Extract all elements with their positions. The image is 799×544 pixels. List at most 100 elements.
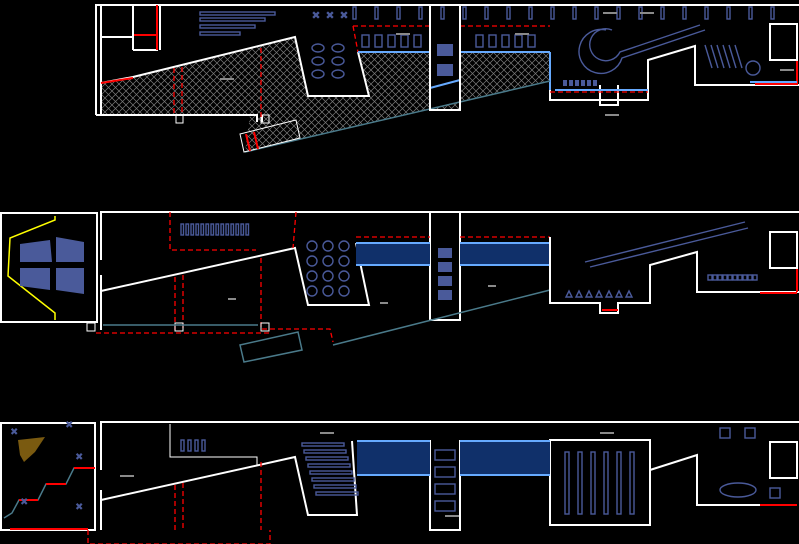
- desk: [230, 223, 235, 236]
- seating-block: [56, 237, 84, 262]
- conference-table: [719, 482, 757, 498]
- label-placeholder: [603, 12, 617, 14]
- furniture-group: [180, 223, 758, 304]
- floor-plan-level-2: [0, 211, 799, 363]
- desk: [190, 223, 195, 236]
- desk: [187, 439, 192, 452]
- column-detail: [440, 6, 445, 20]
- auditorium-wall: [0, 212, 98, 323]
- column-detail: [704, 6, 709, 20]
- desk: [205, 223, 210, 236]
- hidden-line: [87, 462, 271, 544]
- label-placeholder: [780, 69, 794, 71]
- hidden-line: [96, 211, 550, 343]
- round-table: [322, 285, 334, 297]
- stair-step: [301, 442, 345, 447]
- bench: [710, 44, 719, 69]
- seat: [581, 80, 585, 86]
- book-stack: [564, 451, 570, 515]
- column-detail: [572, 6, 577, 20]
- chair: [594, 289, 604, 298]
- round-table: [306, 240, 318, 252]
- chair-icon: ✖: [339, 9, 348, 22]
- column: [175, 114, 184, 124]
- seat: [737, 274, 743, 281]
- stepped-wall: [3, 467, 95, 519]
- outer-wall-right: [649, 440, 760, 506]
- outer-wall: [95, 4, 799, 122]
- round-table: [338, 270, 350, 282]
- table: [437, 64, 453, 76]
- site-edge-line: [103, 289, 551, 346]
- column: [260, 322, 270, 332]
- stair-core: [769, 441, 798, 479]
- shelf: [199, 24, 256, 29]
- bench: [704, 44, 713, 69]
- desk: [180, 223, 185, 236]
- arrow-placeholder: [380, 302, 388, 304]
- outer-wall: [100, 421, 799, 530]
- stair-step: [313, 484, 357, 489]
- workstation-icon: ✖: [20, 497, 28, 508]
- book-stack: [629, 451, 635, 515]
- seating-block: [20, 240, 52, 262]
- furniture-group: ✖✖✖✖✖: [10, 420, 781, 517]
- column-detail: [418, 6, 423, 20]
- round-table: [331, 56, 345, 66]
- seat: [742, 274, 748, 281]
- seat: [593, 80, 597, 86]
- stair-step: [309, 470, 353, 475]
- round-table: [745, 60, 761, 76]
- red-wall: [100, 5, 158, 84]
- book-stack: [590, 451, 596, 515]
- table: [514, 34, 523, 48]
- floor-plan-level-3: ✖✖✖✖✖: [0, 420, 799, 544]
- column-detail: [550, 6, 555, 20]
- book-stack: [616, 451, 622, 515]
- auditorium-seating: [20, 237, 84, 294]
- desk: [215, 223, 220, 236]
- round-table: [306, 255, 318, 267]
- desk: [235, 223, 240, 236]
- chair-icon: ✖: [325, 9, 334, 22]
- table: [374, 34, 383, 48]
- desk: [240, 223, 245, 236]
- desk: [220, 223, 225, 236]
- service-block: [100, 5, 161, 115]
- workstation-icon: ✖: [65, 420, 73, 431]
- stair-core: [769, 231, 798, 269]
- round-table: [331, 69, 345, 79]
- round-table: [331, 43, 345, 53]
- stair-step: [307, 463, 351, 468]
- bench: [728, 44, 737, 69]
- chair: [604, 289, 614, 298]
- glazed-screen: [357, 441, 430, 475]
- round-table: [338, 255, 350, 267]
- seat: [732, 274, 738, 281]
- red-wall: [19, 467, 95, 501]
- floor-plan-level-1: ✖ ✖ ✖: [95, 4, 799, 153]
- round-table: [306, 285, 318, 297]
- column-detail: [462, 6, 467, 20]
- bench: [722, 44, 731, 69]
- table: [438, 290, 452, 300]
- table: [387, 34, 396, 48]
- arrow-placeholder: [488, 285, 496, 287]
- desk: [180, 439, 185, 452]
- ramp-outline: [239, 119, 301, 153]
- table: [437, 44, 453, 56]
- column: [260, 114, 270, 124]
- desk: [744, 427, 756, 439]
- stair-core: [429, 5, 461, 111]
- table: [501, 34, 510, 48]
- column: [86, 322, 96, 332]
- workstation-icon: ✖: [10, 427, 18, 438]
- stair-step: [315, 491, 359, 496]
- chair-icon: ✖: [311, 9, 320, 22]
- column-detail: [682, 6, 687, 20]
- seat: [717, 274, 723, 281]
- label-placeholder: [600, 432, 614, 434]
- round-table: [338, 240, 350, 252]
- chair: [584, 289, 594, 298]
- seat: [752, 274, 758, 281]
